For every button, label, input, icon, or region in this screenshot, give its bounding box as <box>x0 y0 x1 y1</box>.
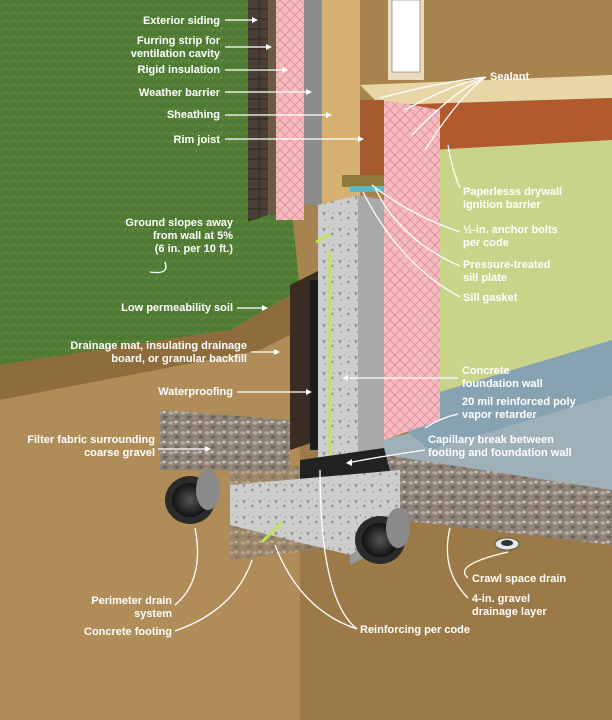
label-paperless-2: ignition barrier <box>463 199 541 211</box>
label-sheathing: Sheathing <box>167 109 220 121</box>
label-drainage-mat-1: Drainage mat, insulating drainage <box>70 340 247 352</box>
wall-rebar-tip <box>315 232 331 244</box>
waterproofing-layer <box>310 280 320 450</box>
soil-cut-edge <box>0 290 300 400</box>
interior-drain-pipe <box>355 508 410 564</box>
foundation-wall <box>318 195 358 470</box>
label-gravel-layer-1: 4-in. gravel <box>472 593 530 605</box>
label-vapor-retarder-2: vapor retarder <box>462 409 537 421</box>
label-perimeter-drain-1: Perimeter drain <box>91 595 172 607</box>
label-perimeter-drain-2: system <box>134 608 172 620</box>
label-reinforcing: Reinforcing per code <box>360 624 470 636</box>
label-furring-strip-1: Furring strip for <box>137 35 221 47</box>
label-sealant: Sealant <box>490 71 529 83</box>
label-weather-barrier: Weather barrier <box>139 87 221 99</box>
vapor-retarder-sheet <box>380 340 612 450</box>
label-sill-plate-2: sill plate <box>463 272 507 284</box>
interior-wall-insulation <box>391 0 421 73</box>
gravel-drainage-layer <box>385 455 612 545</box>
label-low-perm-soil: Low permeability soil <box>121 302 233 314</box>
label-furring-strip-2: ventilation cavity <box>131 48 221 60</box>
grass-surface <box>0 0 300 365</box>
filter-fabric-gravel <box>160 410 290 470</box>
label-gravel-layer-2: drainage layer <box>472 606 547 618</box>
label-filter-fabric-2: coarse gravel <box>84 447 155 459</box>
interior-rigid-insulation <box>384 100 440 440</box>
label-capillary-2: footing and foundation wall <box>428 447 572 459</box>
label-anchor-bolts-2: per code <box>463 237 509 249</box>
footing-rebar <box>260 520 284 544</box>
weather-barrier-panel <box>304 0 322 205</box>
foundation-wall-side <box>358 195 384 460</box>
sill-plate <box>342 175 394 187</box>
label-rim-joist: Rim joist <box>174 134 221 146</box>
label-waterproofing: Waterproofing <box>158 386 233 398</box>
label-capillary-1: Capillary break between <box>428 434 554 446</box>
crawl-space-drain-fixture <box>494 537 520 551</box>
label-ground-slopes-3: (6 in. per 10 ft.) <box>155 243 234 255</box>
rim-joist-block <box>360 100 384 180</box>
label-concrete-footing: Concrete footing <box>84 626 172 638</box>
sheathing-panel <box>322 0 360 205</box>
rigid-insulation-panel <box>276 0 304 220</box>
sill-gasket-strip <box>350 186 394 192</box>
label-rigid-insulation: Rigid insulation <box>138 64 221 76</box>
exterior-siding-panel <box>248 0 268 222</box>
label-anchor-bolts-1: ½-in. anchor bolts <box>463 224 558 236</box>
furring-strip <box>268 0 276 215</box>
label-sill-gasket: Sill gasket <box>463 292 518 304</box>
perimeter-drain-pipe <box>165 470 220 524</box>
label-ground-slopes-1: Ground slopes away <box>125 217 233 229</box>
leader-lines <box>149 17 509 632</box>
subfloor <box>360 75 612 105</box>
label-concrete-wall-1: Concrete <box>462 365 510 377</box>
label-concrete-wall-2: foundation wall <box>462 378 543 390</box>
label-drainage-mat-2: board, or granular backfill <box>111 353 247 365</box>
label-filter-fabric-1: Filter fabric surrounding <box>27 434 155 446</box>
label-vapor-retarder-1: 20 mil reinforced poly <box>462 396 577 408</box>
label-ground-slopes-2: from wall at 5% <box>153 230 233 242</box>
label-paperless-1: Paperlesss drywall <box>463 186 562 198</box>
label-crawl-drain: Crawl space drain <box>472 573 566 585</box>
label-exterior-siding: Exterior siding <box>143 15 220 27</box>
label-sill-plate-1: Pressure-treated <box>463 259 550 271</box>
